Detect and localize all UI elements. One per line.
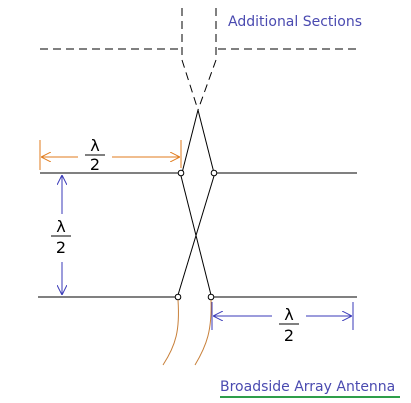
feed-leads (162, 299, 212, 366)
feed-lead-left (162, 299, 179, 366)
vertical-spacing-divisor: 2 (56, 238, 66, 257)
additional-sections-label: Additional Sections (228, 14, 362, 30)
upper-terminal-left (177, 169, 185, 177)
feed-lead-right (194, 299, 212, 366)
upper-cross-b (197, 109, 215, 174)
top-spacing-fraction: λ 2 (85, 136, 105, 174)
diagram-title: Broadside Array Antenna (220, 379, 395, 395)
feed-cross-b (177, 175, 215, 296)
upper-element (40, 169, 357, 177)
transposed-feed (177, 175, 215, 296)
bottom-spacing-dimension (211, 302, 354, 330)
bottom-spacing-lambda: λ (284, 305, 293, 324)
vertical-spacing-lambda: λ (56, 217, 65, 236)
top-spacing-dimension (39, 140, 182, 170)
additional-sections-dashed (40, 8, 360, 111)
upper-cross-a (181, 109, 199, 174)
lower-terminal-left (174, 293, 182, 301)
vertical-spacing-fraction: λ 2 (51, 217, 71, 257)
top-spacing-divisor: 2 (90, 155, 100, 174)
bottom-spacing-divisor: 2 (284, 326, 294, 345)
lower-element (38, 293, 357, 301)
dashed-cross-b (197, 59, 217, 111)
bottom-spacing-fraction: λ 2 (279, 305, 299, 345)
top-spacing-lambda: λ (90, 136, 99, 155)
upper-transposition (181, 109, 215, 174)
upper-terminal-right (210, 169, 218, 177)
lower-terminal-right (207, 293, 215, 301)
dashed-cross-a (181, 59, 199, 111)
